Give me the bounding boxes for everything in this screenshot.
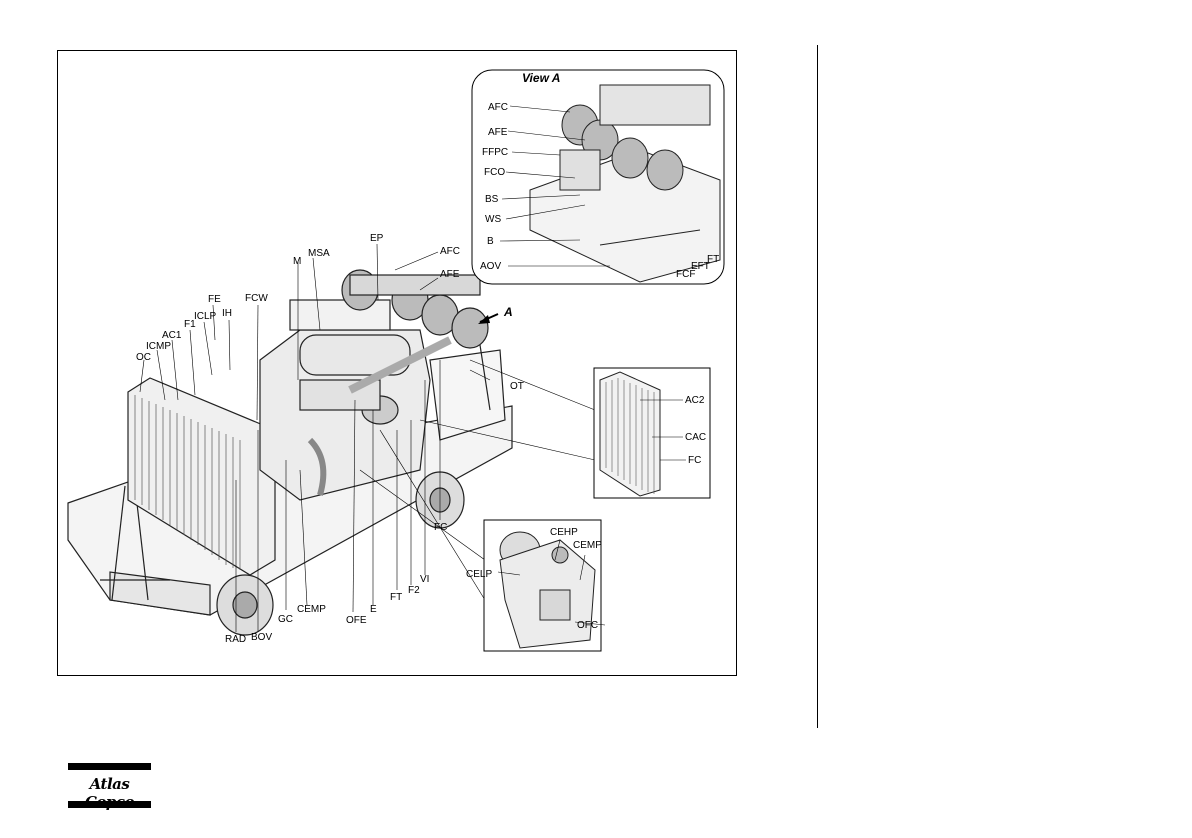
view-a-arrow-label: A: [503, 305, 513, 319]
label-ep: EP: [370, 233, 384, 244]
label-ic-lp: ICLP: [194, 311, 217, 322]
compressor-callout: CEHP CEMP CELP OFC: [466, 520, 605, 651]
label-rad: RAD: [225, 634, 246, 645]
logo-bottom-bar: [68, 801, 151, 808]
atlas-copco-logo: Atlas Copco: [68, 763, 151, 809]
label-ft: FT: [390, 592, 402, 603]
trailer-unit: [68, 270, 512, 635]
view-a-label-ws: WS: [485, 214, 501, 225]
label-af-e: AFE: [440, 269, 460, 280]
label-ot: OT: [510, 381, 524, 392]
label-of-e: OFE: [346, 615, 367, 626]
label-ce-mp: CEMP: [297, 604, 326, 615]
view-a-title: View A: [522, 71, 560, 85]
label-ic-mp: ICMP: [146, 341, 171, 352]
label-m: M: [293, 256, 301, 267]
cooler-label-ac2: AC2: [685, 395, 705, 406]
cooler-label-fc: FC: [688, 455, 701, 466]
view-a-label-aov: AOV: [480, 261, 501, 272]
label-bov: BOV: [251, 632, 272, 643]
label-e: E: [370, 604, 377, 615]
view-a-label-af-c: AFC: [488, 102, 508, 113]
label-vi: VI: [420, 574, 429, 585]
label-oc: OC: [136, 352, 151, 363]
compressor-label-ce-hp: CEHP: [550, 527, 578, 538]
compressor-label-ce-lp: CELP: [466, 569, 492, 580]
label-fcw: FCW: [245, 293, 268, 304]
label-fe: FE: [208, 294, 221, 305]
compressor-label-of-c: OFC: [577, 620, 598, 631]
logo-top-bar: [68, 763, 151, 770]
label-m-sa: MSA: [308, 248, 330, 259]
cooler-label-cac: CAC: [685, 432, 706, 443]
view-a-label-b: B: [487, 236, 494, 247]
view-a-label-af-e: AFE: [488, 127, 508, 138]
view-a-label-fcf: FCF: [676, 269, 695, 280]
label-ac1: AC1: [162, 330, 182, 341]
label-af-c: AFC: [440, 246, 460, 257]
view-a-label-fco: FCO: [484, 167, 505, 178]
label-ih: IH: [222, 308, 232, 319]
view-a-callout: View A AFC AFE FFPC FCO BS WS B AOV: [472, 70, 724, 284]
view-a-label-bs: BS: [485, 194, 499, 205]
label-fc: FC: [434, 522, 447, 533]
cooler-callout: AC2 CAC FC: [594, 368, 710, 498]
view-a-label-ff-pc: FFPC: [482, 147, 508, 158]
label-f2: F2: [408, 585, 420, 596]
label-gc: GC: [278, 614, 293, 625]
compressor-label-ce-mp: CEMP: [573, 540, 602, 551]
